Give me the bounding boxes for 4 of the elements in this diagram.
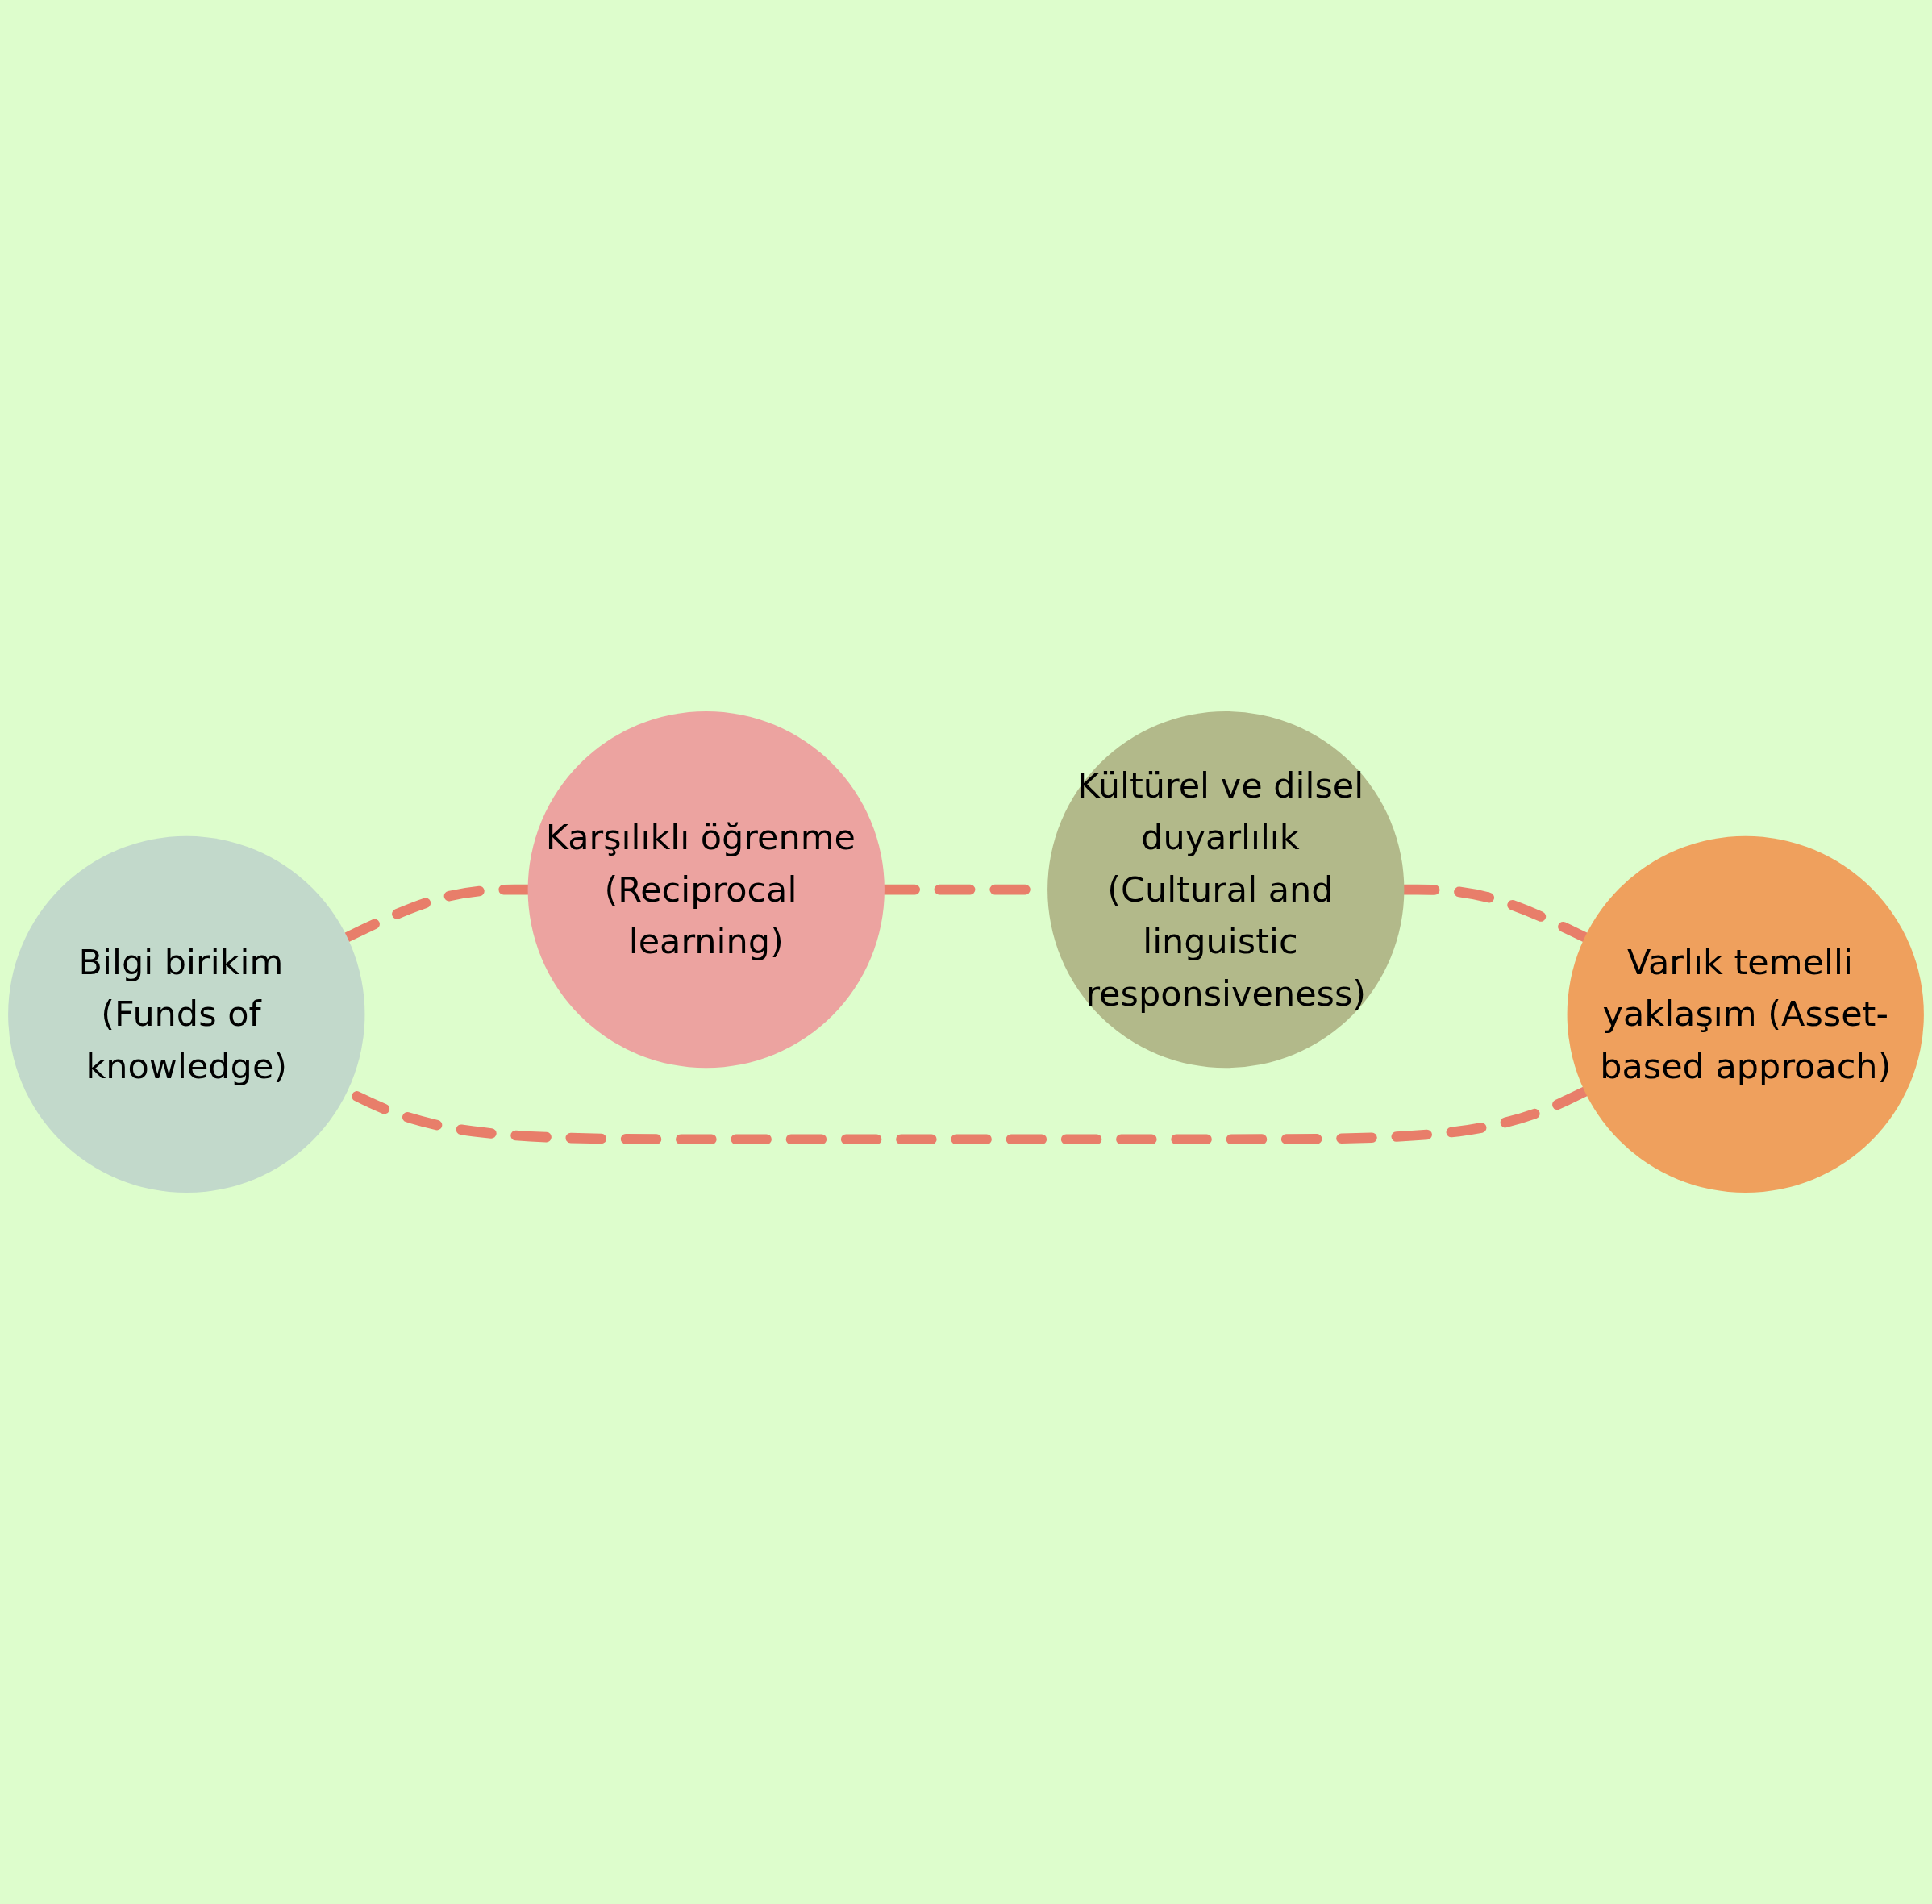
node-circle: Kültürel ve dilsel duyarlılık (Cultural and linguistic responsiveness)	[1047, 710, 1405, 1069]
node-circle: Varlık temelli yaklaşım (Asset-based approach)	[1567, 835, 1924, 1194]
node-circle: Bilgi birikim (Funds of knowledge)	[8, 835, 365, 1194]
node-circle: Karşılıklı öğrenme (Reciprocal learning)	[527, 710, 885, 1069]
